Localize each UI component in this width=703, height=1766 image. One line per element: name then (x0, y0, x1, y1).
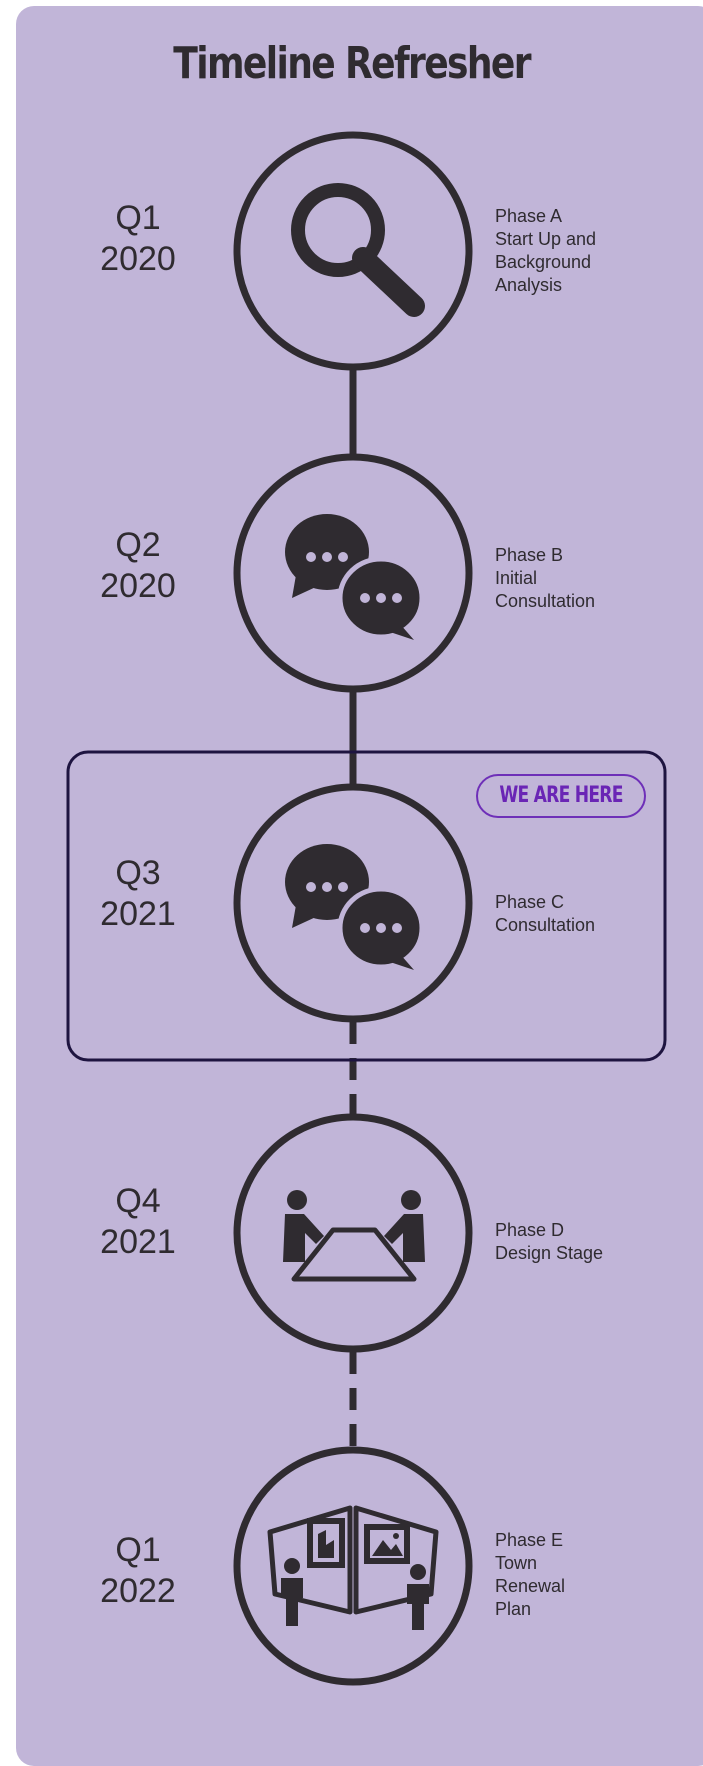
year-label: 2022 (100, 1572, 176, 1610)
milestone-date-3: Q3 2021 (68, 853, 208, 935)
page-title: Timeline Refresher (173, 38, 531, 89)
phase-line: Plan (495, 1599, 532, 1619)
speech-bubbles-icon (285, 514, 425, 640)
exhibition-boards-icon (267, 1505, 439, 1630)
quarter-label: Q2 (115, 526, 161, 564)
milestone-date-4: Q4 2021 (68, 1181, 208, 1263)
year-label: 2020 (100, 567, 176, 605)
phase-description-1: Phase A Start Up and Background Analysis (495, 205, 645, 297)
phase-name: Phase D (495, 1220, 565, 1240)
quarter-label: Q4 (115, 1182, 161, 1220)
current-phase-highlight (66, 750, 667, 1062)
phase-description-4: Phase D Design Stage (495, 1219, 645, 1265)
quarter-label: Q3 (115, 854, 161, 892)
milestone-circle-5 (233, 1446, 473, 1686)
we-are-here-badge: WE ARE HERE (476, 774, 646, 818)
meeting-table-icon (283, 1190, 425, 1282)
quarter-label: Q1 (115, 1531, 161, 1569)
phase-description-2: Phase B Initial Consultation (495, 544, 645, 613)
magnifying-glass-icon (291, 183, 425, 317)
phase-line: Design Stage (495, 1243, 604, 1263)
phase-line: Analysis (495, 275, 563, 295)
speech-bubbles-icon (285, 844, 425, 970)
phase-line: Background (495, 252, 592, 272)
milestone-date-2: Q2 2020 (68, 525, 208, 607)
phase-description-3: Phase C Consultation (495, 891, 645, 937)
phase-line: Consultation (495, 915, 596, 935)
milestone-circle-3 (233, 783, 473, 1023)
milestone-date-1: Q1 2020 (68, 198, 208, 280)
phase-name: Phase B (495, 545, 564, 565)
milestone-circle-1 (233, 131, 473, 371)
year-label: 2021 (100, 895, 176, 933)
phase-name: Phase C (495, 892, 565, 912)
milestone-date-5: Q1 2022 (68, 1530, 208, 1612)
milestone-circle-4 (233, 1113, 473, 1353)
phase-name: Phase E (495, 1530, 564, 1550)
phase-line: Consultation (495, 591, 596, 611)
phase-line: Renewal (495, 1576, 566, 1596)
year-label: 2020 (100, 240, 176, 278)
phase-line: Start Up and (495, 229, 597, 249)
phase-name: Phase A (495, 206, 563, 226)
phase-description-5: Phase E Town Renewal Plan (495, 1529, 645, 1621)
year-label: 2021 (100, 1223, 176, 1261)
phase-line: Town (495, 1553, 538, 1573)
quarter-label: Q1 (115, 199, 161, 237)
phase-line: Initial (495, 568, 538, 588)
milestone-circle-2 (233, 453, 473, 693)
